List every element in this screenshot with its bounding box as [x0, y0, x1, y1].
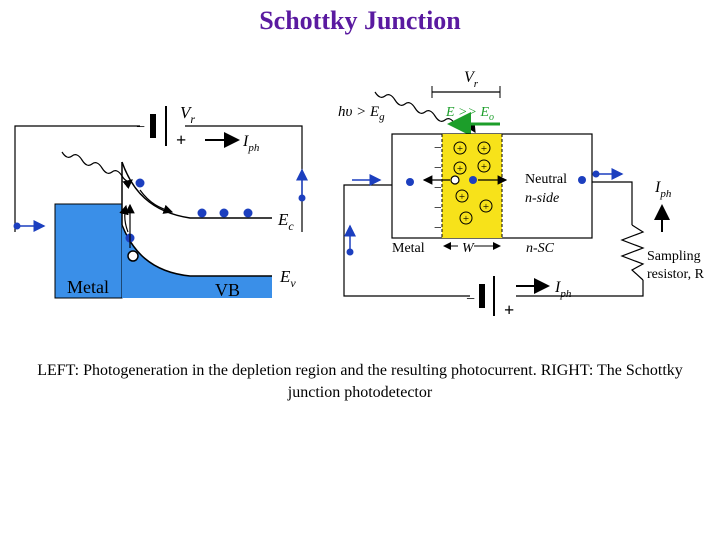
nsc-label: n-SC	[526, 241, 555, 256]
neg-charge: −	[434, 161, 442, 176]
iph-label-bottom: Iph	[554, 279, 572, 300]
battery-minus-right: −	[466, 291, 475, 308]
hole	[450, 175, 460, 185]
metal-label-right: Metal	[392, 241, 425, 256]
electron	[406, 178, 414, 186]
battery-minus: −	[136, 119, 145, 136]
battery-plus-right: +	[504, 300, 514, 320]
electron	[346, 248, 354, 256]
vb-label: VB	[215, 280, 240, 300]
neg-charge: −	[434, 141, 442, 156]
neg-charge: −	[434, 201, 442, 216]
electron	[243, 208, 253, 218]
iph-label-right: Iph	[654, 179, 672, 200]
neutral-label-1: Neutral	[525, 172, 567, 187]
ec-label: Ec	[277, 210, 294, 233]
photon-label: hυ > Eg	[338, 104, 385, 123]
electron	[219, 208, 229, 218]
svg-text:+: +	[463, 213, 469, 225]
svg-text:+: +	[483, 201, 489, 213]
electron	[578, 176, 586, 184]
svg-text:+: +	[459, 191, 465, 203]
neg-charge: −	[434, 181, 442, 196]
electron	[298, 194, 306, 202]
right-circuit-left	[343, 184, 470, 297]
svg-text:+: +	[457, 143, 463, 155]
neutral-label-2: n-side	[525, 191, 559, 206]
metal-label: Metal	[67, 277, 109, 297]
w-label: W	[462, 241, 475, 256]
photon-squiggle-left	[61, 151, 133, 189]
figure-caption: LEFT: Photogeneration in the depletion r…	[37, 362, 683, 401]
depletion-region	[442, 134, 502, 238]
page-title: Schottky Junction	[259, 6, 461, 35]
vr-label: Vr	[180, 103, 195, 126]
hole-drift-arrow	[119, 204, 129, 233]
electron	[135, 178, 145, 188]
sampling-label-1: Sampling	[647, 249, 701, 264]
photodetector-diagram: Vr hυ > Eg E >> Eo − − − − − ++ ++ ++	[338, 69, 705, 320]
right-circuit-right	[516, 280, 644, 297]
electron	[592, 170, 600, 178]
left-circuit-wire	[14, 125, 140, 232]
svg-text:+: +	[481, 143, 487, 155]
ev-label: Ev	[279, 267, 296, 290]
electron	[13, 222, 21, 230]
right-circuit-top	[592, 181, 633, 225]
ec-band-edge	[121, 161, 272, 219]
sampling-resistor	[620, 224, 645, 281]
neg-charge: −	[434, 221, 442, 236]
svg-text:+: +	[457, 163, 463, 175]
electron	[469, 176, 477, 184]
ev-band-edge	[121, 224, 272, 277]
electron	[197, 208, 207, 218]
electron-drift-arrow	[139, 189, 174, 214]
vr-top-label: Vr	[464, 69, 479, 90]
donor-ions	[453, 141, 493, 225]
sampling-label-2: resistor, R	[647, 267, 705, 282]
donor-plus: + + + + + + +	[457, 143, 489, 225]
hole	[127, 250, 139, 262]
iph-label: Iph	[242, 133, 260, 154]
vb-fill	[122, 225, 272, 298]
band-diagram: − + Vr Iph Metal VB Ec Ev	[13, 103, 308, 300]
battery-plus: +	[176, 130, 186, 150]
svg-text:+: +	[481, 161, 487, 173]
